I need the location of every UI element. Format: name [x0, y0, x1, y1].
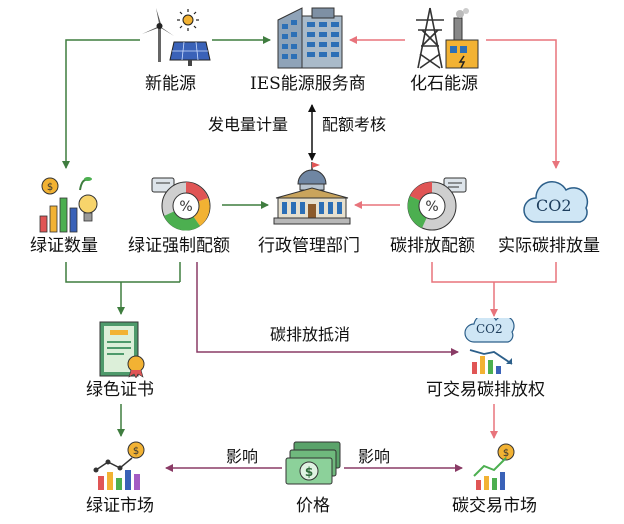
svg-text:$: $: [133, 446, 139, 457]
carbon-quota-pie-icon: %: [407, 177, 467, 231]
node-green-certificate: 绿色证书: [86, 380, 154, 400]
node-carbon-quota: 碳排放配额: [390, 236, 475, 256]
edge-cert-to-green-certificate-a: [65, 262, 180, 283]
co2-trade-label: CO2: [476, 322, 503, 336]
node-ies-provider: IES能源服务商: [250, 74, 366, 94]
power-plant-icon: [416, 7, 479, 69]
svg-text:%: %: [425, 199, 438, 215]
node-actual-emissions: 实际碳排放量: [498, 236, 600, 256]
node-price: 价格: [296, 496, 330, 516]
svg-text:$: $: [503, 448, 509, 459]
node-green-cert-market: 绿证市场: [86, 496, 154, 516]
svg-text:$: $: [305, 465, 313, 479]
green-market-chart-icon: $: [93, 441, 145, 490]
co2-trade-chart-icon: [464, 318, 515, 374]
node-fossil-energy: 化石能源: [410, 74, 478, 94]
bar-chart-coin-icon: $: [39, 177, 98, 233]
node-green-cert-quota: 绿证强制配额: [128, 236, 230, 256]
co2-cloud-icon: [523, 181, 589, 223]
node-green-cert-quantity: 绿证数量: [30, 236, 98, 256]
node-admin-dept: 行政管理部门: [258, 236, 360, 256]
edge-new-energy-to-cert-quantity: [62, 39, 140, 169]
co2-cloud-label: CO2: [536, 196, 572, 215]
node-tradable-carbon-rights: 可交易碳排放权: [426, 380, 545, 400]
certificate-icon: [99, 321, 145, 378]
government-building-icon: [273, 162, 351, 225]
quota-pie-icon: %: [151, 177, 211, 231]
edge-label-offset: 碳排放抵消: [268, 325, 353, 344]
office-building-icon: [277, 7, 343, 69]
edge-label-influence-right: 影响: [356, 447, 393, 466]
edge-quota-actual-join: [431, 262, 557, 283]
edge-quota-offset-to-tradable: [196, 262, 459, 356]
edge-label-metering: 发电量计量: [206, 115, 291, 134]
node-new-energy: 新能源: [145, 74, 196, 94]
edge-label-influence-left: 影响: [224, 447, 261, 466]
svg-text:%: %: [179, 199, 192, 215]
carbon-market-chart-icon: $: [473, 443, 515, 490]
svg-text:$: $: [47, 182, 53, 193]
node-carbon-market: 碳交易市场: [452, 496, 537, 516]
edge-fossil-to-actual-emissions: [486, 39, 560, 169]
wind-solar-icon: [142, 8, 211, 66]
cash-icon: $: [285, 441, 341, 485]
edge-label-assessment: 配额考核: [320, 115, 389, 134]
